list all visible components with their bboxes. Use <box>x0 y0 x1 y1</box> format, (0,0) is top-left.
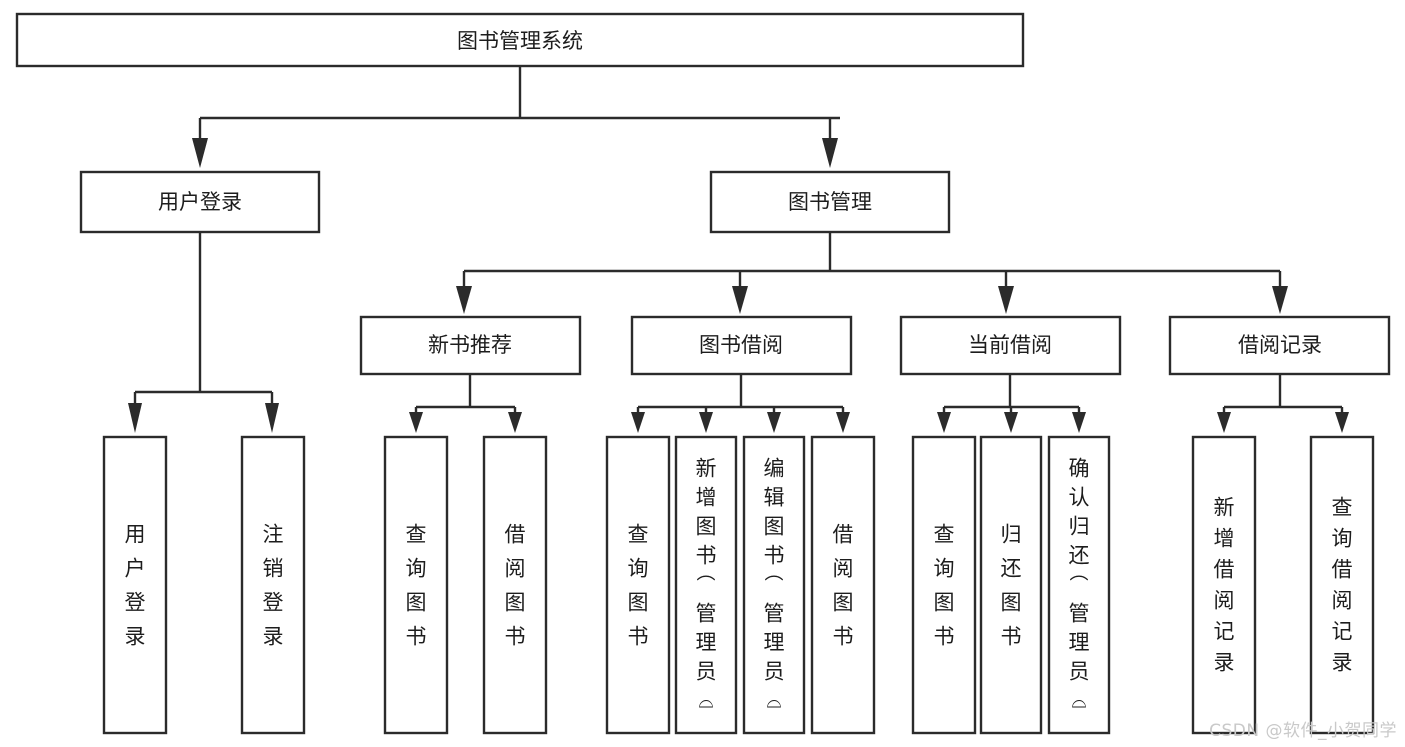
leaf-node-return-book-box <box>979 435 1043 735</box>
node-current-borrow-box <box>899 315 1122 376</box>
leaf-node-borrow-book-box <box>482 435 548 735</box>
arrow-head-new-book-rec <box>456 286 472 314</box>
node-new-book-recommend-label: 新书推荐 <box>428 333 512 357</box>
arrow-head-current-borrow <box>998 286 1014 314</box>
arrow-head-leaf-add-book <box>699 412 713 433</box>
node-book-management[interactable]: 图书管理 <box>709 170 951 234</box>
node-book-borrow-box <box>630 315 853 376</box>
node-user-login[interactable]: 用户登录 <box>79 170 321 234</box>
leaf-node-query-borrow-record[interactable]: 查询借阅记录 <box>1309 435 1375 735</box>
node-current-borrow[interactable]: 当前借阅 <box>899 315 1122 376</box>
leaf-node-add-book-admin-box <box>674 435 738 735</box>
node-user-login-label: 用户登录 <box>158 190 242 214</box>
leaf-node-query-book-box <box>383 435 449 735</box>
leaf-node-query-book[interactable]: 查询图书 <box>605 435 671 735</box>
arrow-head-leaf-query-record <box>1335 412 1349 433</box>
node-book-borrow-label: 图书借阅 <box>699 333 783 357</box>
node-book-management-label: 图书管理 <box>788 190 872 214</box>
leaf-node-edit-book-admin[interactable]: 编辑图书⌒管理员⌓ <box>742 435 806 735</box>
leaf-node-confirm-return-admin-label: 确认归还⌒管理员⌓ <box>1069 456 1090 712</box>
leaf-node-query-book[interactable]: 查询图书 <box>383 435 449 735</box>
node-root-system[interactable]: 图书管理系统 <box>15 12 1025 68</box>
leaf-node-borrow-book-box <box>810 435 876 735</box>
arrow-head-leaf-borrow-book-1 <box>508 412 522 433</box>
leaf-node-logout-box <box>240 435 306 735</box>
leaf-node-query-book-label: 查询图书 <box>628 522 649 648</box>
node-book-borrow[interactable]: 图书借阅 <box>630 315 853 376</box>
watermark: CSDN @软件_小贺同学 <box>1209 721 1397 741</box>
node-borrow-record-box <box>1168 315 1391 376</box>
arrow-head-leaf-return-book <box>1004 412 1018 433</box>
leaf-node-logout-label: 注销登录 <box>263 522 284 648</box>
leaf-node-query-book-label: 查询图书 <box>406 522 427 648</box>
node-current-borrow-label: 当前借阅 <box>968 333 1052 357</box>
arrow-head-book-mgmt <box>822 138 838 168</box>
node-book-management-box <box>709 170 951 234</box>
leaf-node-logout[interactable]: 注销登录 <box>240 435 306 735</box>
arrow-head-book-borrow <box>732 286 748 314</box>
leaf-node-borrow-book-label: 借阅图书 <box>505 522 526 648</box>
arrow-head-leaf-confirm-return <box>1072 412 1086 433</box>
arrow-head-borrow-record <box>1272 286 1288 314</box>
leaf-node-add-book-admin[interactable]: 新增图书⌒管理员⌓ <box>674 435 738 735</box>
leaf-node-query-book[interactable]: 查询图书 <box>911 435 977 735</box>
leaf-node-add-borrow-record-box <box>1191 435 1257 735</box>
leaf-node-user-login-label: 用户登录 <box>125 522 146 648</box>
node-user-login-box <box>79 170 321 234</box>
leaf-node-query-borrow-record-box <box>1309 435 1375 735</box>
leaf-node-query-book-box <box>911 435 977 735</box>
leaf-node-add-borrow-record[interactable]: 新增借阅记录 <box>1191 435 1257 735</box>
leaf-node-borrow-book[interactable]: 借阅图书 <box>810 435 876 735</box>
node-root-system-box <box>15 12 1025 68</box>
node-borrow-record-label: 借阅记录 <box>1238 333 1322 357</box>
node-new-book-recommend-box <box>359 315 582 376</box>
leaf-node-add-book-admin-label: 新增图书⌒管理员⌓ <box>696 456 717 712</box>
leaf-node-query-book-box <box>605 435 671 735</box>
arrow-head-leaf-logout <box>265 403 279 433</box>
node-root-system-label: 图书管理系统 <box>457 29 583 53</box>
leaf-node-return-book-label: 归还图书 <box>1001 522 1022 648</box>
node-new-book-recommend[interactable]: 新书推荐 <box>359 315 582 376</box>
leaf-node-user-login-box <box>102 435 168 735</box>
arrow-head-leaf-query-book-2 <box>631 412 645 433</box>
leaf-node-query-borrow-record-label: 查询借阅记录 <box>1332 495 1353 674</box>
arrow-head-user-login <box>192 138 208 168</box>
leaf-node-confirm-return-admin[interactable]: 确认归还⌒管理员⌓ <box>1047 435 1111 735</box>
connector-layer <box>128 66 1349 433</box>
arrow-head-leaf-edit-book <box>767 412 781 433</box>
arrow-head-leaf-query-book-3 <box>937 412 951 433</box>
leaf-node-edit-book-admin-label: 编辑图书⌒管理员⌓ <box>764 456 785 712</box>
leaf-node-borrow-book[interactable]: 借阅图书 <box>482 435 548 735</box>
arrow-head-leaf-query-book-1 <box>409 412 423 433</box>
leaf-node-add-borrow-record-label: 新增借阅记录 <box>1214 495 1235 674</box>
leaf-node-confirm-return-admin-box <box>1047 435 1111 735</box>
leaf-node-user-login[interactable]: 用户登录 <box>102 435 168 735</box>
leaf-node-borrow-book-label: 借阅图书 <box>833 522 854 648</box>
arrow-head-leaf-borrow-book-2 <box>836 412 850 433</box>
leaf-node-layer: 用户登录 注销登录 查询图书 借阅图书 查询图书 新增图书⌒管理员⌓ 编辑图书⌒管理员⌓ 借阅… <box>102 435 1375 735</box>
leaf-node-edit-book-admin-box <box>742 435 806 735</box>
arrow-head-leaf-add-record <box>1217 412 1231 433</box>
node-borrow-record[interactable]: 借阅记录 <box>1168 315 1391 376</box>
leaf-node-query-book-label: 查询图书 <box>934 522 955 648</box>
arrow-head-leaf-user-login <box>128 403 142 433</box>
leaf-node-return-book[interactable]: 归还图书 <box>979 435 1043 735</box>
